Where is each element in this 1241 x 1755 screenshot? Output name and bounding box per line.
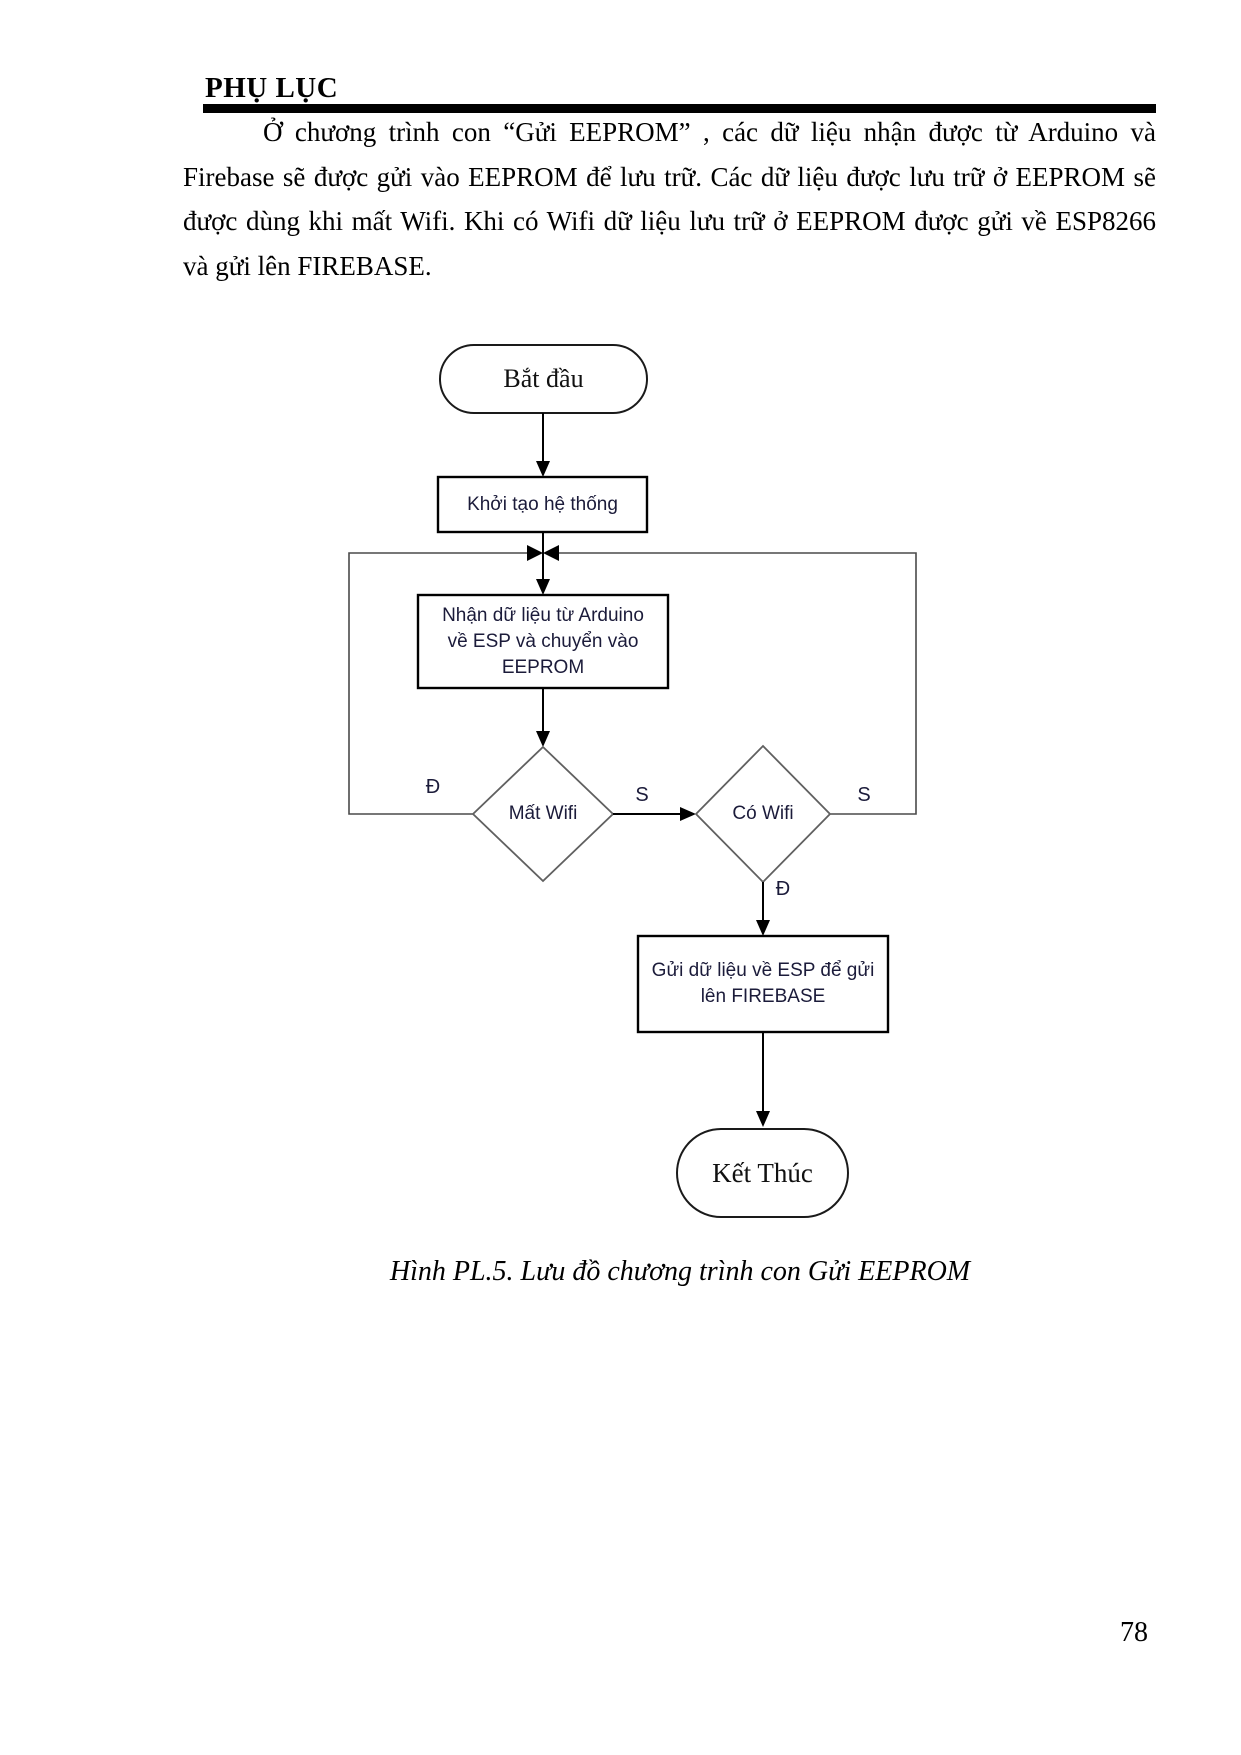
has-wifi-node-label: Có Wifi xyxy=(732,803,794,824)
loop-left-arrowhead xyxy=(527,545,543,561)
has-wifi-yes-branch-label: Đ xyxy=(775,877,791,900)
receive-process-shape xyxy=(416,593,670,690)
haswifi-to-send-arrowhead xyxy=(756,920,770,936)
end-terminator-shape xyxy=(676,1128,849,1218)
lostwifi-to-haswifi-arrowhead xyxy=(680,807,696,821)
send-process-shape xyxy=(636,934,890,1034)
receive-node-line: về ESP và chuyển vào xyxy=(447,630,639,652)
lost-wifi-node-label: Mất Wifi xyxy=(508,803,578,824)
has-wifi-no-branch-label: S xyxy=(857,783,871,806)
has-wifi-no-loop-line xyxy=(559,552,917,815)
paragraph-line: được dùng khi mất Wifi. Khi có Wifi dữ l… xyxy=(183,206,1156,236)
send-to-end-arrowhead xyxy=(756,1111,770,1127)
paragraph-line: và gửi lên FIREBASE. xyxy=(183,250,432,281)
page-header: PHỤ LỤC xyxy=(205,72,339,104)
init-to-receive-arrowhead xyxy=(536,579,550,595)
lost-wifi-decision-shape xyxy=(471,745,615,883)
lost-wifi-yes-branch-label: Đ xyxy=(425,775,441,798)
receive-node-line: EEPROM xyxy=(501,656,585,678)
paragraph: Ở chương trình con “Gửi EEPROM” , các dữ… xyxy=(183,110,1156,288)
paragraph-line: Ở chương trình con “Gửi EEPROM” , các dữ… xyxy=(263,117,1156,147)
paragraph-line: Firebase sẽ được gửi vào EEPROM để lưu t… xyxy=(183,161,1156,192)
receive-to-lostwifi-arrowhead xyxy=(536,731,550,747)
start-node-label: Bắt đầu xyxy=(503,364,584,393)
init-process-shape xyxy=(436,475,649,534)
lost-wifi-no-branch-label: S xyxy=(635,783,649,806)
send-node-line: Gửi dữ liệu về ESP để gửi xyxy=(651,960,875,981)
loop-right-arrowhead xyxy=(543,545,559,561)
start-to-init-arrowhead xyxy=(536,461,550,477)
receive-node-line: Nhận dữ liệu từ Arduino xyxy=(442,604,644,626)
page-number: 78 xyxy=(1120,1617,1148,1648)
end-node-label: Kết Thúc xyxy=(712,1158,813,1188)
send-node-line: lên FIREBASE xyxy=(700,986,826,1007)
header-underline-bar xyxy=(203,104,1156,113)
lost-wifi-yes-loop-line xyxy=(348,552,527,815)
receive-node-label: Nhận dữ liệu từ Arduino về ESP và chuyển… xyxy=(418,595,668,688)
figure-caption: Hình PL.5. Lưu đồ chương trình con Gửi E… xyxy=(389,1256,971,1287)
send-node-label: Gửi dữ liệu về ESP để gửi lên FIREBASE xyxy=(638,936,888,1032)
init-node-label: Khởi tạo hệ thống xyxy=(467,493,618,515)
